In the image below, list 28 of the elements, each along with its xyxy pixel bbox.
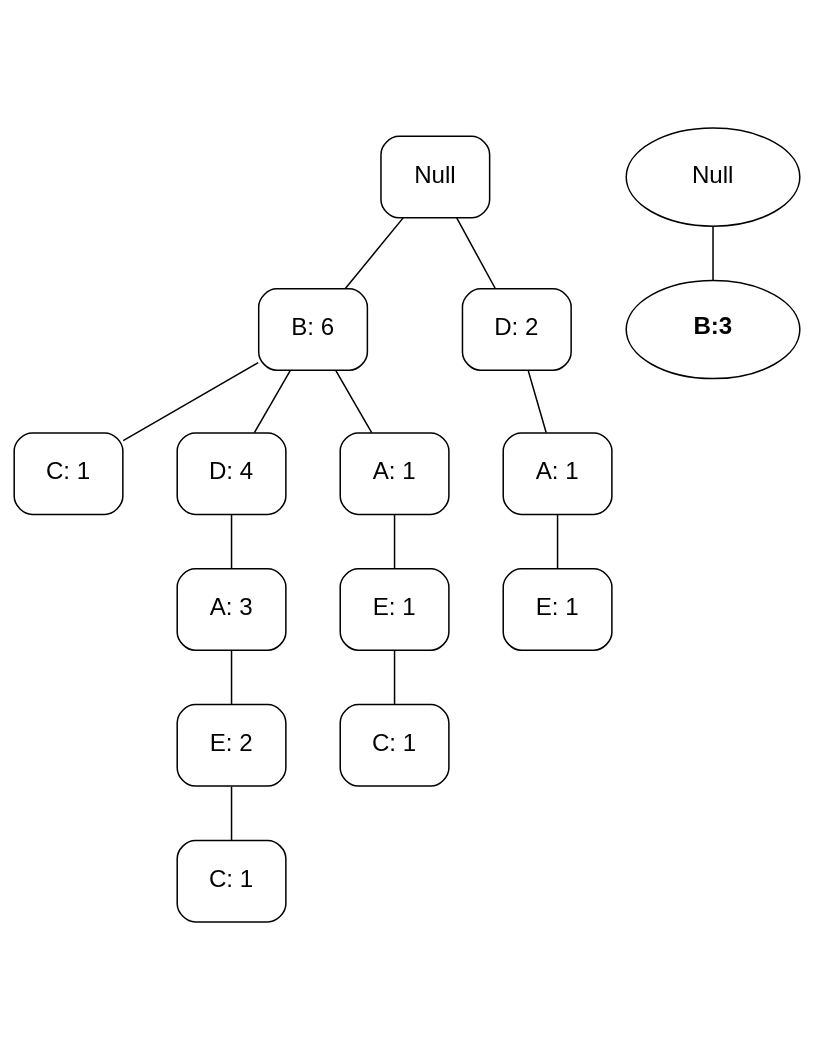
connector [556,514,559,570]
node-box: A: 3 [176,568,287,652]
connector [344,217,404,290]
node-box: B: 6 [257,288,369,372]
node-box: E: 2 [176,703,287,787]
node-box: E: 1 [339,568,450,652]
connector [527,369,547,434]
connector [393,650,396,706]
node-ellipse: Null [625,127,801,227]
connector [455,217,496,290]
connector [393,514,396,570]
node-box: A: 1 [339,432,450,516]
connector [230,650,233,706]
connector [122,361,259,442]
connector [253,369,292,434]
node-box: A: 1 [502,432,613,516]
connector [230,785,233,842]
node-box: C: 1 [13,432,124,516]
node-box: D: 2 [461,288,572,372]
node-box: D: 4 [176,432,287,516]
node-box: Null [380,135,491,219]
connector [230,514,233,570]
node-box: C: 1 [339,703,450,787]
connector [712,225,714,282]
connector [335,369,373,434]
node-box: E: 1 [502,568,613,652]
node-ellipse: B:3 [625,279,801,380]
node-box: C: 1 [176,839,287,923]
